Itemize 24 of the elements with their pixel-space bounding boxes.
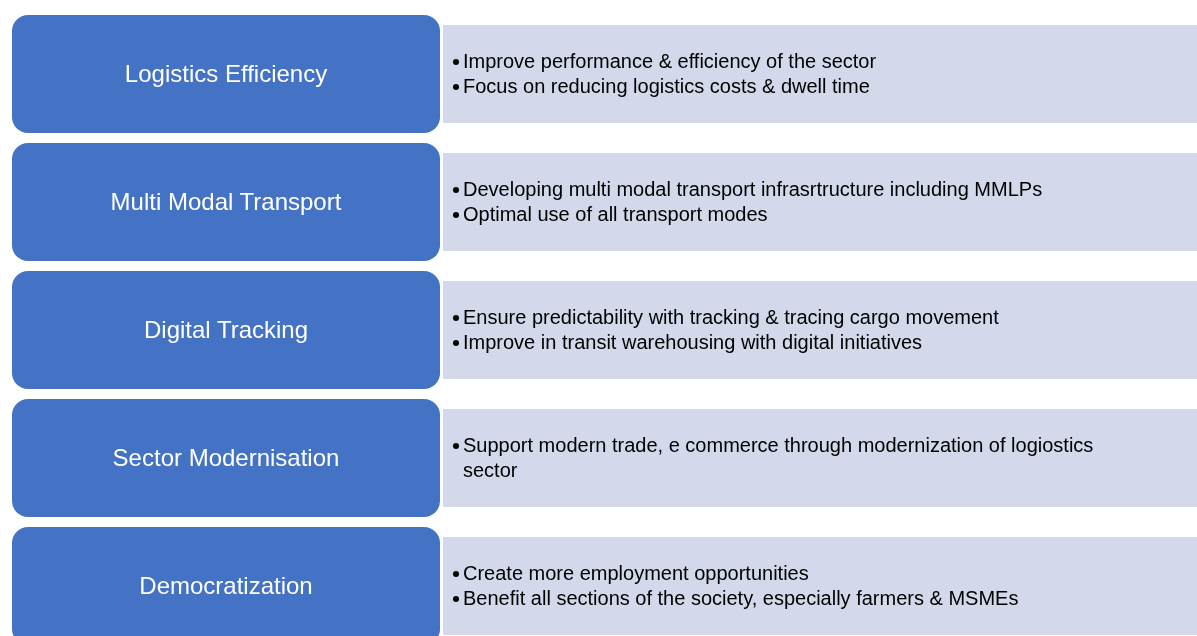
bullet-point: Benefit all sections of the society, especially farmers & MSMEs [463, 586, 1019, 611]
description-panel [443, 409, 1197, 507]
category-title: Democratization [139, 572, 313, 600]
category-box [12, 143, 440, 261]
category-title: Logistics Efficiency [124, 60, 328, 88]
bullet-point: Create more employment opportunities [463, 561, 809, 586]
category-box [12, 399, 440, 517]
category-title: Digital Tracking [143, 316, 309, 344]
bullet-point: Ensure predictability with tracking & tracing cargo movement [463, 305, 999, 330]
category-title: Sector Modernisation [112, 444, 340, 472]
bullet-point: Support modern trade, e commerce through modernization of logiostics sector [463, 433, 1095, 483]
category-box [12, 271, 440, 389]
category-box [12, 527, 440, 636]
bullet-point: Improve performance & efficiency of the sector [463, 49, 877, 74]
bullet-point: Focus on reducing logistics costs & dwell time [463, 74, 870, 99]
description-panel [443, 153, 1197, 251]
description-panel [443, 25, 1197, 123]
description-panel [443, 281, 1197, 379]
category-title: Multi Modal Transport [110, 188, 342, 216]
bullet-point: Optimal use of all transport modes [463, 202, 768, 227]
description-panel [443, 537, 1197, 635]
category-box [12, 15, 440, 133]
bullet-point: Improve in transit warehousing with digital initiatives [463, 330, 923, 355]
bullet-point: Developing multi modal transport infrasrtructure including MMLPs [463, 177, 1043, 202]
